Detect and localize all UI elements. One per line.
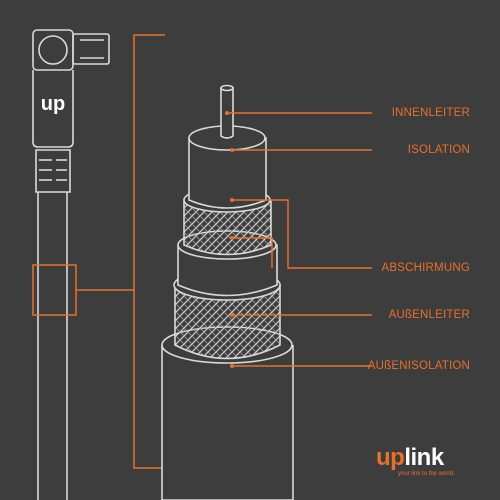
logo-tagline: your link to the world. [398,471,455,477]
callout-lines [227,112,372,367]
cable-connector [32,29,110,500]
label-innenleiter: INNENLEITER [391,107,470,119]
detail-bracket [32,34,165,469]
label-abschirmung: ABSCHIRMUNG [381,262,470,274]
connector-mark: up [41,93,65,115]
shielding-braid [183,199,272,256]
label-aussenleiter: AUßENLEITER [388,309,470,321]
callout-dots [225,111,234,368]
coax-cross-section [161,84,294,500]
logo-suffix: link [404,444,444,471]
outer-conductor-braid [174,284,281,360]
label-aussenisolation: AUßENISOLATION [367,360,470,372]
outer-insulation [161,345,294,500]
label-isolation: ISOLATION [407,144,470,156]
logo-prefix: up [376,444,405,471]
uplink-logo: uplink your link to the world. [376,444,494,486]
